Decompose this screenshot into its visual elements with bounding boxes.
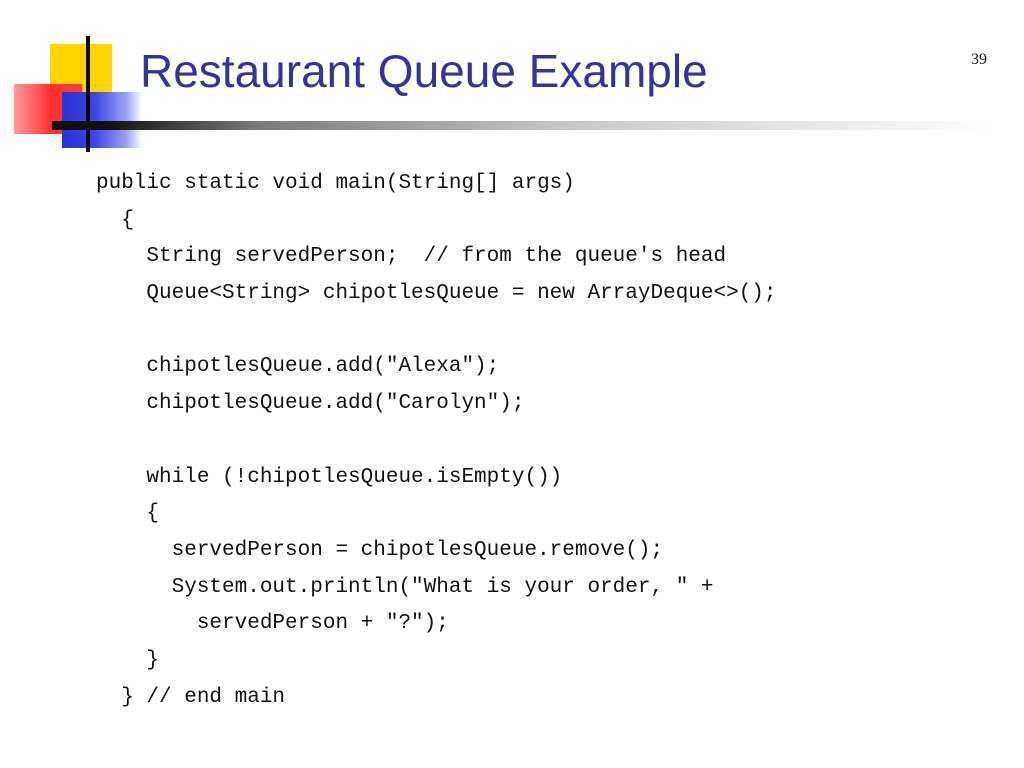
code-line: chipotlesQueue.add("Alexa"); (96, 355, 500, 379)
code-line: public static void main(String[] args) (96, 172, 575, 195)
slide-logo-decoration (0, 0, 160, 160)
code-line: { (96, 502, 160, 526)
code-line: servedPerson = chipotlesQueue.remove(); (96, 538, 664, 562)
code-line: chipotlesQueue.add("Carolyn"); (96, 392, 525, 416)
slide-title: Restaurant Queue Example (140, 45, 708, 97)
code-line: while (!chipotlesQueue.isEmpty()) (96, 465, 563, 489)
code-line: } (96, 648, 160, 672)
title-underline (52, 121, 992, 130)
code-line-blank (96, 423, 777, 460)
code-line: } // end main (96, 685, 286, 709)
logo-blue-square (62, 92, 142, 148)
code-line: { (96, 208, 134, 232)
logo-vertical-line (86, 36, 90, 152)
code-line: Queue<String> chipotlesQueue = new Array… (96, 282, 777, 306)
slide-number: 39 (971, 51, 987, 68)
code-line: String servedPerson; // from the queue's… (96, 245, 727, 269)
code-line-blank (96, 313, 777, 350)
code-line: System.out.println("What is your order, … (96, 575, 714, 599)
code-block: public static void main(String[] args) {… (96, 166, 777, 716)
code-line: servedPerson + "?"); (96, 612, 449, 636)
